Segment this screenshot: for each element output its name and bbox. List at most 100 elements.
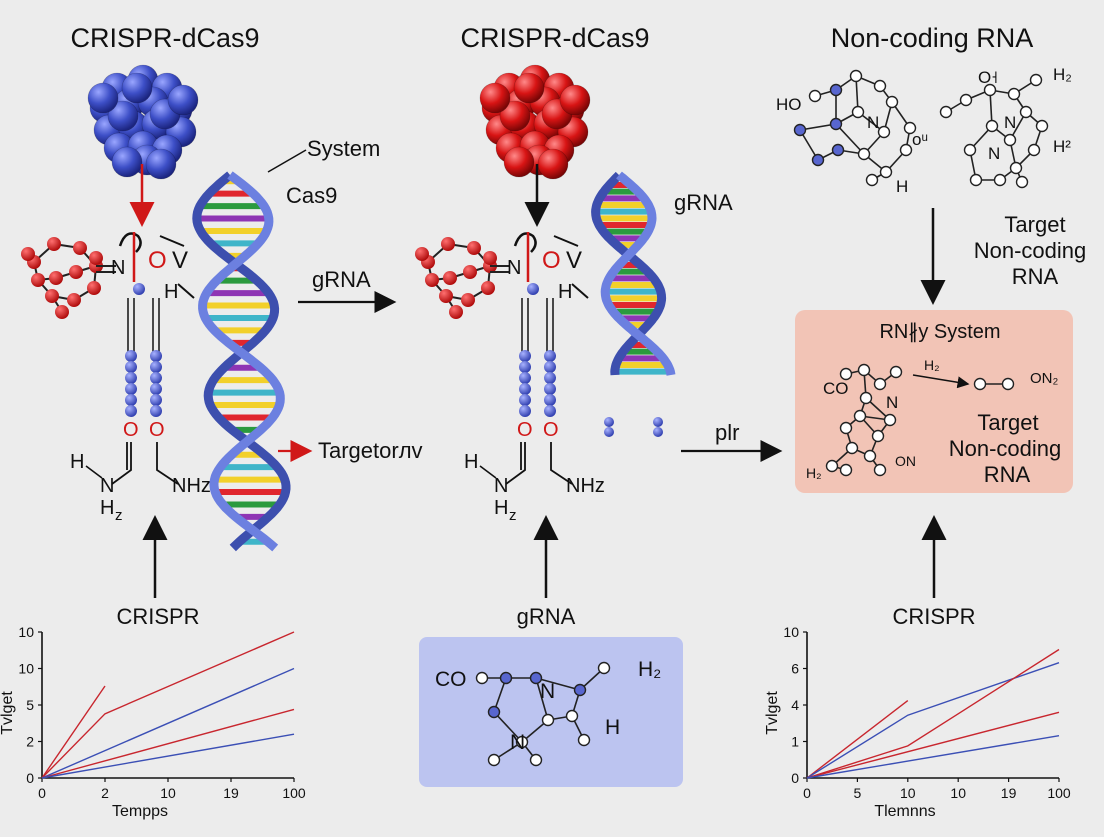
bead bbox=[125, 350, 137, 362]
blue-protein-sphere bbox=[145, 148, 177, 180]
chem-atom bbox=[1019, 105, 1033, 119]
chem-atom bbox=[487, 753, 501, 767]
ring-atom bbox=[89, 251, 103, 265]
chem-atom bbox=[879, 165, 893, 179]
chem-atom bbox=[577, 733, 591, 747]
series-line-red bbox=[41, 708, 295, 779]
chem-structure-right-b: O˧ H₂ N N H² bbox=[939, 65, 1072, 189]
bead bbox=[150, 372, 162, 384]
label-grna-bottom: gRNA bbox=[517, 604, 576, 629]
bead bbox=[544, 405, 556, 417]
amide-n-middle: N bbox=[494, 475, 508, 497]
y-tick-label: 10 bbox=[18, 661, 34, 677]
chem-atom bbox=[1029, 73, 1043, 87]
system-h2b: H₂ bbox=[806, 465, 822, 481]
blue-protein-sphere bbox=[111, 146, 143, 178]
chem-atom bbox=[865, 173, 879, 187]
ring-atom bbox=[21, 247, 35, 261]
grna-arrow-label: gRNA bbox=[312, 267, 371, 292]
y-axis-label: Tvlget bbox=[0, 691, 16, 735]
chem-atom bbox=[985, 119, 999, 133]
helix-backbone bbox=[198, 171, 285, 552]
chem-atom bbox=[831, 143, 845, 157]
chem-atom bbox=[515, 735, 529, 749]
system-pointer-line bbox=[267, 149, 307, 173]
grna-box: CO H₂ N N H bbox=[419, 637, 683, 787]
atom-v-left: V bbox=[172, 247, 188, 274]
chem-atom bbox=[939, 105, 953, 119]
atom-o2-left: O bbox=[149, 419, 165, 441]
dcas9-protein-red-icon bbox=[479, 64, 591, 180]
title-left: CRISPR-dCas9 bbox=[70, 23, 259, 53]
floating-dot-1 bbox=[604, 417, 614, 427]
chem-atom bbox=[499, 671, 513, 685]
chem-atom bbox=[973, 377, 987, 391]
atom-o1-left: O bbox=[123, 419, 139, 441]
x-tick-label: 0 bbox=[38, 785, 46, 801]
chem-atom bbox=[853, 409, 867, 423]
ring-atom bbox=[467, 241, 481, 255]
bead bbox=[519, 372, 531, 384]
atom-v-middle: V bbox=[566, 247, 582, 274]
system-on: ON bbox=[895, 453, 916, 469]
amide-bonds-middle-b bbox=[550, 442, 573, 485]
ring-atom bbox=[425, 273, 439, 287]
y-tick-label: 5 bbox=[26, 697, 34, 713]
ring-atom bbox=[481, 281, 495, 295]
label-system: System bbox=[307, 136, 380, 161]
blue-protein-sphere bbox=[121, 72, 153, 104]
y-tick-label: 0 bbox=[791, 770, 799, 786]
chem-atom bbox=[873, 463, 887, 477]
chem-atom bbox=[857, 147, 871, 161]
red-protein-sphere bbox=[479, 82, 511, 114]
system-on2: ON₂ bbox=[1030, 370, 1059, 387]
system-box: RN∦y System CO H₂ ON₂ N ON H₂ Target Non… bbox=[795, 310, 1073, 493]
bead bbox=[150, 361, 162, 373]
ring-atom bbox=[461, 293, 475, 307]
atom-o-middle: O bbox=[542, 247, 561, 274]
chem-atom bbox=[597, 661, 611, 675]
chem-atom bbox=[541, 713, 555, 727]
bond-hn-left bbox=[85, 465, 103, 479]
ring-atom bbox=[87, 281, 101, 295]
bead bbox=[544, 383, 556, 395]
red-protein-sphere bbox=[559, 84, 591, 116]
series-line-red bbox=[806, 711, 1060, 779]
series-line-red bbox=[806, 648, 1060, 779]
chem-n-label-b: N bbox=[1004, 113, 1016, 132]
chem-ocl-label: O˧ bbox=[978, 68, 998, 87]
blue-atom-left bbox=[133, 283, 145, 295]
bead bbox=[150, 383, 162, 395]
bead bbox=[150, 405, 162, 417]
x-tick-label: 19 bbox=[223, 785, 239, 801]
atom-o2-middle: O bbox=[543, 419, 559, 441]
grna-co: CO bbox=[435, 668, 467, 691]
atom-o1-middle: O bbox=[517, 419, 533, 441]
ring-atom bbox=[415, 247, 429, 261]
bead bbox=[150, 394, 162, 406]
ring-atom bbox=[69, 265, 83, 279]
dcas9-protein-blue-icon bbox=[87, 64, 199, 180]
chem-atom bbox=[1009, 161, 1023, 175]
bead bbox=[125, 383, 137, 395]
chem-atom bbox=[1035, 119, 1049, 133]
y-axis-label: Tvlget bbox=[764, 691, 781, 735]
dna-helix-middle-icon bbox=[591, 171, 676, 376]
chem-structure-right-a: HO N H oᵘ bbox=[776, 69, 928, 196]
chem-atom bbox=[993, 173, 1007, 187]
chem-atom bbox=[871, 429, 885, 443]
system-n: N bbox=[886, 393, 898, 412]
chem-ring-a bbox=[793, 69, 917, 187]
x-tick-label: 10 bbox=[160, 785, 176, 801]
system-box-title: RN∦y System bbox=[879, 321, 1000, 343]
series-line-blue bbox=[41, 733, 295, 779]
title-right: Non-coding RNA bbox=[831, 23, 1034, 53]
chem-n-label-c: N bbox=[988, 144, 1000, 163]
chem-atom bbox=[873, 377, 887, 391]
grna-chem-structure bbox=[475, 661, 611, 767]
chem-atom bbox=[808, 89, 822, 103]
amide-right-middle: NHz bbox=[566, 475, 605, 497]
ring-molecule-middle bbox=[415, 237, 510, 319]
